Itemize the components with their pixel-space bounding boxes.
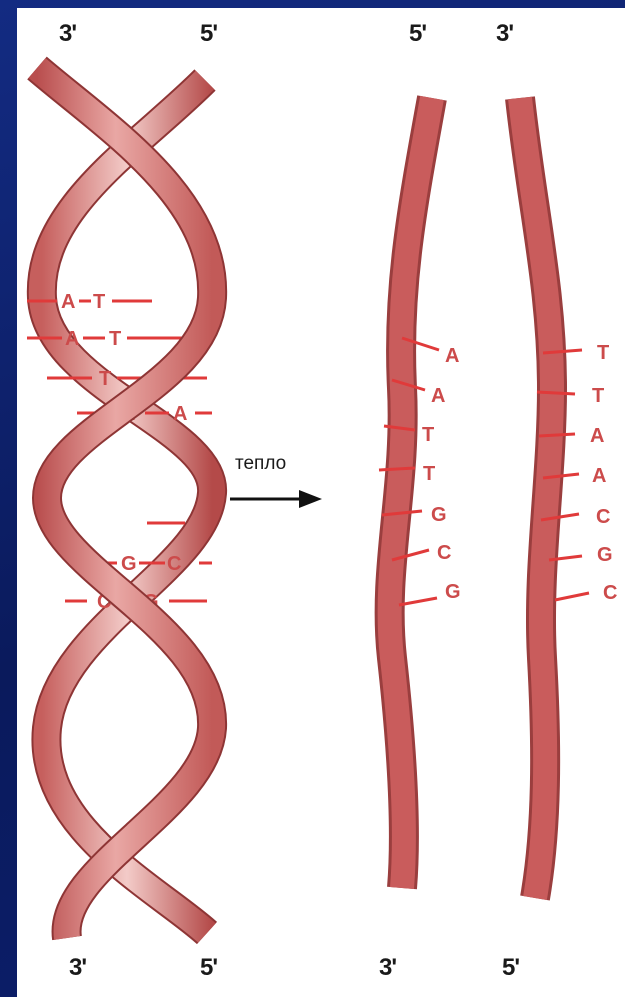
strand-2-base-1: T	[597, 342, 609, 364]
strand-2-top-label: 3'	[496, 20, 513, 48]
heat-label: тепло	[235, 453, 286, 475]
strand-1-base-letters: A A T T G C G	[422, 345, 461, 603]
strand-2-base-4: A	[592, 465, 606, 487]
helix-pair-3-left: T	[99, 368, 111, 390]
helix-pair-1-right: T	[93, 291, 105, 313]
strand-1-base-4: T	[423, 463, 435, 485]
right-arrow-icon	[230, 490, 322, 508]
helix-pair-5-right: C	[167, 553, 181, 575]
helix-pair-1-left: A	[61, 291, 75, 313]
strand-2-base-3: A	[590, 425, 604, 447]
helix-top-right-label: 5'	[200, 20, 217, 48]
strand-2-base-2: T	[592, 385, 604, 407]
strand-1-base-3: T	[422, 424, 434, 446]
helix-bottom-left-label: 3'	[69, 954, 86, 982]
strand-1-base-2: A	[431, 385, 445, 407]
helix-top-left-label: 3'	[59, 20, 76, 48]
separated-strand-1	[390, 98, 432, 888]
strand-1-bottom-label: 3'	[379, 954, 396, 982]
helix-pair-4-right: A	[173, 403, 187, 425]
helix-pair-5-left: G	[121, 553, 137, 575]
helix-pair-2-right: T	[109, 328, 121, 350]
strand-1-base-7: G	[445, 581, 461, 603]
helix-pair-2-left: A	[65, 328, 79, 350]
separated-strand-2	[520, 98, 552, 898]
strand-1-base-1: A	[445, 345, 459, 367]
strand-2-base-letters: T T A A C G C	[590, 342, 617, 604]
strand-2-base-7: C	[603, 582, 617, 604]
strand-1-base-5: G	[431, 504, 447, 526]
strand-2-bottom-label: 5'	[502, 954, 519, 982]
strand-2-base-6: G	[597, 544, 613, 566]
strand-1-top-label: 5'	[409, 20, 426, 48]
strand-1-base-6: C	[437, 542, 451, 564]
diagram-slide: A T A T T A T A G C C G	[17, 8, 625, 997]
helix-bottom-right-label: 5'	[200, 954, 217, 982]
strand-2-base-5: C	[596, 506, 610, 528]
dna-illustration: A T A T T A T A G C C G	[17, 8, 625, 997]
